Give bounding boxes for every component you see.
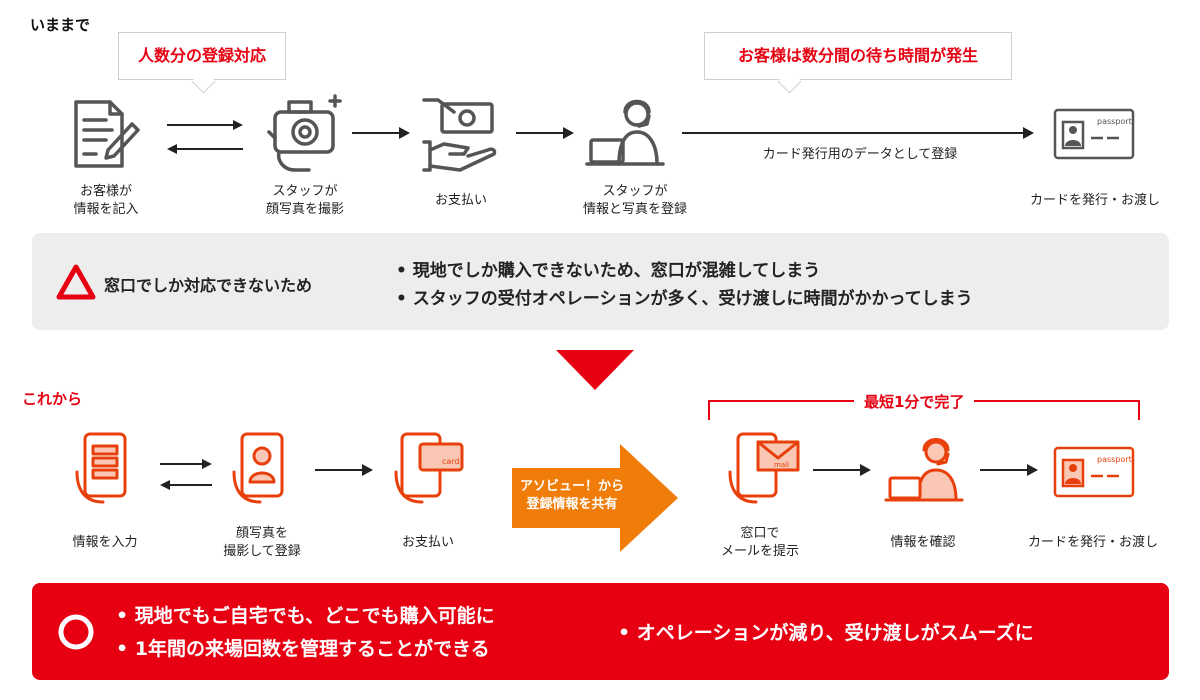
camera-hand-icon xyxy=(265,92,345,176)
arrow-caption: カード発行用のデータとして登録 xyxy=(762,147,958,162)
before-section-title: いままで xyxy=(30,16,91,34)
share-arrow-text: アソビュー！から 登録情報を共有 xyxy=(519,479,624,512)
long-arrow xyxy=(682,125,1034,144)
phone-form-icon xyxy=(75,432,135,508)
benefit-item-3: • オペレーションが減り、受け渡しがスムーズに xyxy=(618,622,1034,644)
callout-waiting: お客様は数分間の待ち時間が発生 xyxy=(704,32,1012,80)
down-arrow-icon xyxy=(556,350,634,394)
benefit-item-2: • 1年間の来場回数を管理することができる xyxy=(116,638,490,660)
arrow-3 xyxy=(516,125,574,144)
share-arrow xyxy=(512,444,678,556)
staff-laptop-icon-after xyxy=(884,434,966,510)
phone-card-icon: card xyxy=(394,432,466,508)
passport-text: passport xyxy=(1097,117,1132,126)
issue-item-1: • 現地でしか購入できないため、窓口が混雑してしまう xyxy=(396,261,821,281)
step-label-after-5: 情報を確認 xyxy=(890,535,956,550)
passport-card-icon-before: passport xyxy=(1053,108,1135,164)
step-label-before-2: スタッフが 顔写真を撮影 xyxy=(265,184,344,217)
arrow-after-2 xyxy=(315,462,373,481)
issue-item-2: • スタッフの受付オペレーションが多く、受け渡しに時間がかかってしまう xyxy=(396,289,973,309)
double-arrow-after xyxy=(158,457,214,495)
circle-ok-icon xyxy=(56,612,96,656)
phone-selfie-icon xyxy=(232,432,292,508)
step-label-before-5: カードを発行・お渡し xyxy=(1029,193,1160,208)
double-arrow-1 xyxy=(165,115,245,159)
step-label-after-4: 窓口で メールを提示 xyxy=(720,526,799,559)
cash-payment-icon xyxy=(420,92,502,178)
issue-title: 窓口でしか対応できないため xyxy=(104,276,313,295)
passport-text-after: passport xyxy=(1097,455,1132,464)
arrow-2 xyxy=(352,125,410,144)
step-label-after-2: 顔写真を 撮影して登録 xyxy=(223,526,301,559)
benefit-box xyxy=(32,583,1169,680)
passport-card-icon-after: passport xyxy=(1053,446,1135,502)
phone-mail-icon: mail xyxy=(728,432,800,508)
step-label-after-3: お支払い xyxy=(401,535,454,550)
bracket-label: 最短1分で完了 xyxy=(854,391,975,412)
arrow-after-5 xyxy=(980,462,1038,481)
warning-triangle-icon xyxy=(56,264,96,304)
step-label-before-3: お支払い xyxy=(434,193,487,208)
staff-laptop-icon-before xyxy=(585,94,667,174)
arrow-after-4 xyxy=(813,462,871,481)
mail-text: mail xyxy=(774,461,789,469)
document-pen-icon xyxy=(70,98,142,174)
step-label-after-6: カードを発行・お渡し xyxy=(1027,535,1158,550)
step-label-before-4: スタッフが 情報と写真を登録 xyxy=(582,184,687,217)
phone-card-text: card xyxy=(442,457,460,466)
step-label-before-1: お客様が 情報を記入 xyxy=(73,184,139,217)
step-label-after-1: 情報を入力 xyxy=(72,535,138,550)
callout-registration: 人数分の登録対応 xyxy=(118,32,286,80)
benefit-item-1: • 現地でもご自宅でも、どこでも購入可能に xyxy=(116,605,495,627)
after-section-title: これから xyxy=(22,390,83,408)
issue-box xyxy=(32,233,1169,330)
